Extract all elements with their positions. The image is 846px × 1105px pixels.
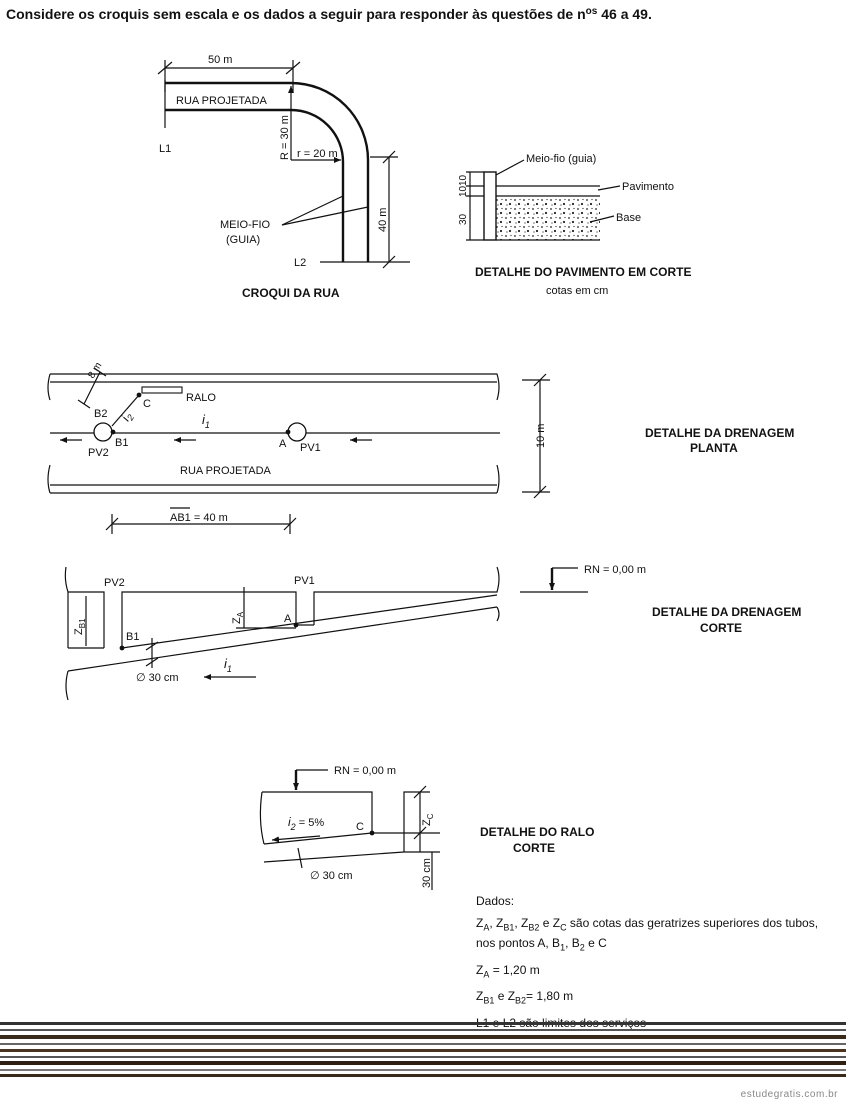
pv2-corte-label: PV2	[104, 577, 125, 589]
pavimento-caption: DETALHE DO PAVIMENTO EM CORTE	[475, 265, 691, 279]
zb1-label: ZB1	[73, 618, 87, 635]
l2-label: L2	[294, 257, 306, 269]
detalhe-pavimento: 10 10 30 Meio-fio (guia) Pavimento Base …	[458, 153, 691, 297]
base-label: Base	[616, 212, 641, 224]
dim-10a: 10	[458, 174, 469, 186]
ralo-label: RALO	[186, 392, 216, 404]
dim-r-label: r = 20 m	[297, 148, 338, 160]
ralo-caption-2: CORTE	[513, 841, 555, 855]
pv2-label: PV2	[88, 447, 109, 459]
pipe-bottom	[67, 606, 498, 672]
i2-label: i2	[118, 410, 136, 425]
ralo-rect	[141, 386, 183, 394]
i2-ralo-label: i2 = 5%	[288, 815, 324, 832]
planta-caption-1: DETALHE DA DRENAGEM	[645, 426, 794, 440]
scan-noise-band	[0, 1022, 846, 1077]
diam-corte-label: ∅ 30 cm	[136, 672, 179, 684]
dim-R-label: R = 30 m	[279, 115, 291, 160]
pavimento-label: Pavimento	[622, 181, 674, 193]
c-label: C	[143, 398, 151, 410]
dim-10-label: 10 m	[535, 424, 547, 448]
intro-text: Considere os croquis sem escala e os dad…	[6, 6, 652, 22]
meio-fio-label: Meio-fio (guia)	[526, 153, 596, 165]
street-label-planta: RUA PROJETADA	[180, 465, 272, 477]
pv1-label: PV1	[300, 442, 321, 454]
b1-corte-label: B1	[126, 631, 139, 643]
drenagem-planta: 8 m RALO C B2 i2 B1 PV2 A PV1 i1 RUA PRO…	[47, 361, 794, 534]
za-label: ZA	[231, 611, 245, 624]
base-layer	[496, 196, 600, 240]
ralo-corte: RN = 0,00 m C i2 = 5% ZC 30 cm ∅ 30 cm D…	[259, 765, 594, 890]
b1-label: B1	[115, 437, 128, 449]
pv2-circle	[93, 422, 113, 442]
dim-10b: 10	[458, 185, 469, 197]
dim-50-label: 50 m	[208, 54, 232, 66]
meio-fio-block	[483, 171, 497, 241]
pv1-corte-label: PV1	[294, 575, 315, 587]
pv1-circle	[287, 422, 307, 442]
a-corte-label: A	[284, 613, 292, 625]
rn-ralo-label: RN = 0,00 m	[334, 765, 396, 777]
dim-30: 30	[458, 213, 469, 225]
corte-caption-1: DETALHE DA DRENAGEM	[652, 605, 801, 619]
c-ralo-label: C	[356, 821, 364, 833]
l1-label: L1	[159, 143, 171, 155]
dados-block: Dados: ZA, ZB1, ZB2 e ZC são cotas das g…	[476, 893, 842, 1037]
curb-label-2: (GUIA)	[226, 234, 260, 246]
diam-ralo-label: ∅ 30 cm	[310, 870, 353, 882]
i1-label: i1	[202, 412, 210, 430]
street-label: RUA PROJETADA	[176, 95, 268, 107]
dim-8-label: 8 m	[86, 361, 104, 381]
i1-corte-label: i1	[224, 656, 232, 674]
dim-40-label: 40 m	[377, 208, 389, 232]
pipe-top	[121, 594, 498, 649]
b2-label: B2	[94, 408, 107, 420]
a-label: A	[279, 438, 287, 450]
street-inner-curb	[165, 108, 345, 262]
dados-zb: ZB1 e ZB2= 1,80 m	[476, 989, 574, 1006]
corte-caption-2: CORTE	[700, 621, 742, 635]
croqui-rua: 50 m RUA PROJETADA L1 L2 R = 30 m r = 20…	[157, 54, 410, 300]
planta-caption-2: PLANTA	[690, 441, 738, 455]
dados-za: ZA = 1,20 m	[476, 962, 540, 980]
rn-corte-label: RN = 0,00 m	[584, 564, 646, 576]
ab1-label: AB1 = 40 m	[170, 512, 228, 524]
dados-title: Dados:	[476, 894, 515, 908]
croqui-rua-caption: CROQUI DA RUA	[242, 286, 340, 300]
pavimento-subcaption: cotas em cm	[546, 285, 608, 297]
dim-30-ralo: 30 cm	[421, 858, 433, 888]
street-outer-curb	[165, 81, 370, 262]
site-watermark: estudegratis.com.br	[740, 1089, 838, 1100]
ralo-caption-1: DETALHE DO RALO	[480, 825, 594, 839]
curb-label-1: MEIO-FIO	[220, 219, 271, 231]
drenagem-corte: B1 A PV2 PV1 ZB1 ZA ∅ 30 cm i1 RN = 0,00…	[64, 564, 801, 701]
dados-line-1: ZA, ZB1, ZB2 e ZC são cotas das geratriz…	[476, 916, 819, 953]
zc-label: ZC	[421, 813, 435, 826]
